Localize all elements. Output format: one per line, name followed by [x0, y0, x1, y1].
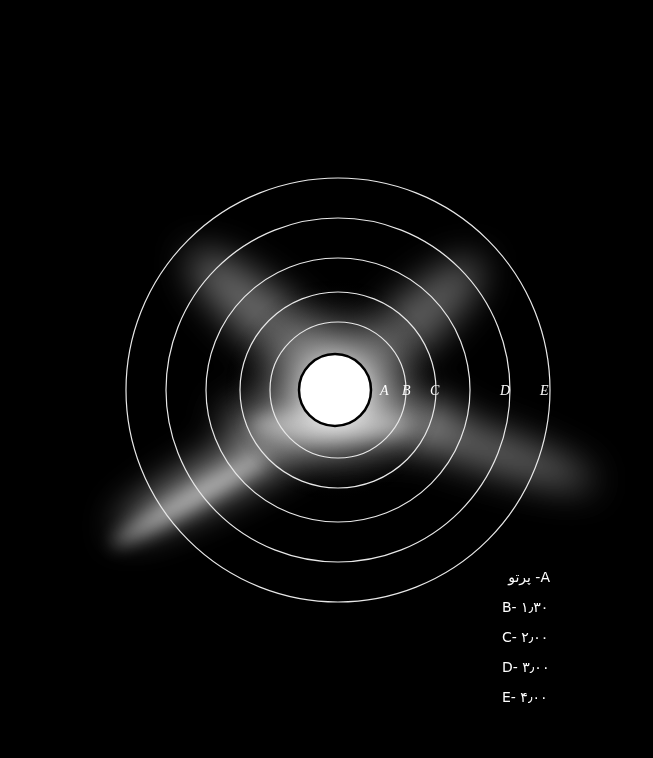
ring-letter: A: [380, 384, 389, 398]
key-line: D- ۳٫۰۰: [502, 660, 549, 674]
key-line: B- ۱٫۳۰: [502, 600, 548, 614]
ring-letter: C: [430, 384, 439, 398]
key-line: A- پرتو: [508, 570, 550, 584]
ring-letter: D: [500, 384, 510, 398]
key-line: E- ۴٫۰۰: [502, 690, 547, 704]
inner-corona: [225, 280, 445, 500]
sun-disk: [299, 354, 371, 426]
key-line: C- ۲٫۰۰: [502, 630, 548, 644]
radius-rings: [126, 178, 550, 602]
ring-letter: B: [402, 384, 411, 398]
ring-letter: E: [540, 384, 549, 398]
